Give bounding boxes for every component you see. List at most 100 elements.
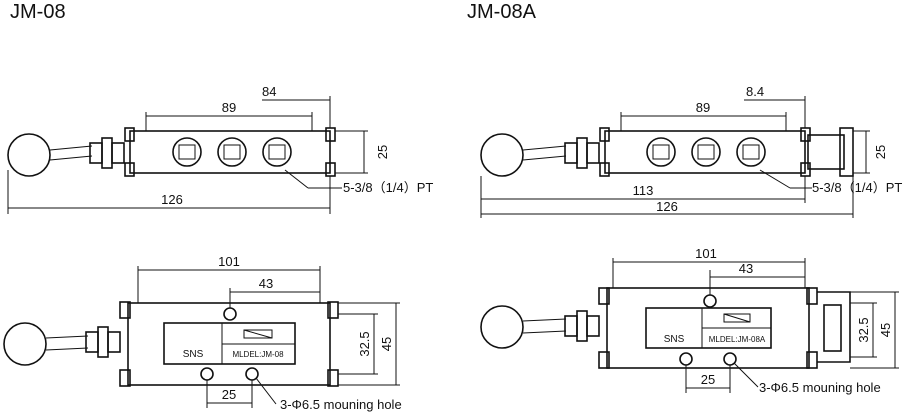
dim-101: 101 bbox=[695, 246, 717, 261]
mount-tab bbox=[599, 127, 610, 142]
port-thread bbox=[652, 144, 670, 160]
dim-25: 25 bbox=[375, 145, 390, 159]
mount-tab bbox=[806, 351, 818, 369]
dim-32-5: 32.5 bbox=[856, 317, 871, 342]
dim-8-4: 8.4 bbox=[746, 84, 764, 99]
port bbox=[736, 137, 766, 167]
dim-126: 126 bbox=[656, 199, 678, 214]
valve-body bbox=[606, 287, 810, 369]
valve-symbol bbox=[723, 313, 751, 323]
dim-43: 43 bbox=[739, 261, 753, 276]
port-thread bbox=[742, 144, 760, 160]
dim-89: 89 bbox=[222, 100, 236, 115]
lever-arm-upper bbox=[522, 318, 567, 322]
hole-spec: 3-Φ6.5 mouning hole bbox=[759, 380, 881, 395]
mount-tab bbox=[124, 127, 135, 142]
end-cap bbox=[823, 304, 842, 352]
jm08a-bottom-view: SNS MLDEL:JM-08A 101 43 32.5 45 25 3-Φ6.… bbox=[480, 246, 899, 395]
lever-coupling-flange bbox=[576, 310, 588, 342]
mount-tab bbox=[119, 369, 131, 387]
port bbox=[172, 137, 202, 167]
jm08-top-view: 89 84 25 5-3/8（1/4）PT 126 bbox=[7, 84, 433, 214]
lever-coupling bbox=[85, 331, 99, 353]
port-thread bbox=[268, 144, 286, 160]
brand-label: SNS bbox=[183, 349, 204, 360]
port-thread bbox=[178, 144, 196, 160]
dim-25: 25 bbox=[701, 372, 715, 387]
model-plate-label: MLDEL:JM-08 bbox=[232, 350, 284, 359]
lever-pivot bbox=[107, 331, 121, 353]
port bbox=[217, 137, 247, 167]
mount-tab bbox=[327, 369, 339, 387]
lever-pivot bbox=[586, 142, 600, 164]
dim-101: 101 bbox=[218, 254, 240, 269]
port-thread bbox=[697, 144, 715, 160]
leader bbox=[733, 362, 759, 388]
lever-arm-lower bbox=[522, 155, 567, 161]
end-cap bbox=[807, 134, 845, 170]
end-bracket bbox=[817, 291, 851, 363]
mount-tab bbox=[327, 301, 339, 319]
brand-label: SNS bbox=[664, 334, 685, 345]
lever-arm-upper bbox=[45, 335, 89, 339]
lever-pivot bbox=[111, 142, 125, 164]
hole-spec: 3-Φ6.5 mouning hole bbox=[280, 397, 402, 412]
dim-89: 89 bbox=[696, 100, 710, 115]
dim-45: 45 bbox=[379, 337, 394, 351]
dim-25: 25 bbox=[873, 145, 888, 159]
mounting-hole bbox=[703, 294, 717, 308]
lever-coupling bbox=[564, 315, 578, 337]
model-plate-label: MLDEL:JM-08A bbox=[709, 335, 766, 344]
leader bbox=[255, 377, 277, 405]
end-bracket bbox=[839, 127, 854, 177]
lever-knob bbox=[480, 133, 524, 177]
dim-25: 25 bbox=[222, 387, 236, 402]
port bbox=[646, 137, 676, 167]
port-spec: 5-3/8（1/4）PT bbox=[343, 180, 433, 195]
port-spec: 5-3/8（1/4）PT bbox=[812, 180, 902, 195]
valve-body bbox=[129, 130, 331, 174]
dim-45: 45 bbox=[878, 323, 893, 337]
valve-symbol bbox=[723, 313, 751, 323]
leader bbox=[284, 169, 309, 189]
mount-tab bbox=[598, 287, 610, 305]
valve-body bbox=[127, 302, 331, 386]
lever-arm-upper bbox=[49, 145, 93, 151]
lever-arm-lower bbox=[49, 155, 93, 161]
port bbox=[691, 137, 721, 167]
valve-body bbox=[604, 130, 806, 174]
lever-arm-lower bbox=[522, 330, 567, 334]
lever-arm-lower bbox=[45, 347, 89, 351]
dim-113: 113 bbox=[633, 183, 654, 198]
mounting-hole bbox=[200, 367, 214, 381]
mounting-hole bbox=[223, 307, 237, 321]
lever-coupling bbox=[564, 142, 578, 164]
mount-tab bbox=[598, 351, 610, 369]
jm08-bottom-view: SNS MLDEL:JM-08 101 43 32.5 45 25 3-Φ6.5… bbox=[3, 254, 402, 412]
port-thread bbox=[223, 144, 241, 160]
lever-coupling-flange bbox=[101, 137, 113, 169]
dim-84: 84 bbox=[262, 84, 276, 99]
mounting-hole bbox=[679, 352, 693, 366]
mount-tab bbox=[599, 162, 610, 177]
jm08a-top-view: 89 8.4 25 5-3/8（1/4）PT 113 126 bbox=[480, 84, 902, 218]
mount-tab bbox=[124, 162, 135, 177]
lever-pivot bbox=[586, 315, 600, 337]
port bbox=[262, 137, 292, 167]
lever-knob bbox=[480, 305, 524, 349]
model-title-jm08: JM-08 bbox=[10, 1, 66, 23]
mount-tab bbox=[806, 287, 818, 305]
valve-symbol bbox=[243, 329, 273, 339]
dim-32-5: 32.5 bbox=[357, 331, 372, 356]
valve-symbol bbox=[243, 329, 273, 339]
lever-knob bbox=[3, 322, 47, 366]
dim-43: 43 bbox=[259, 276, 273, 291]
dim-126: 126 bbox=[161, 192, 183, 207]
lever-arm-upper bbox=[522, 145, 567, 151]
mount-tab bbox=[119, 301, 131, 319]
lever-coupling-flange bbox=[576, 137, 588, 169]
leader bbox=[759, 169, 791, 189]
model-title-jm08a: JM-08A bbox=[467, 1, 537, 23]
lever-knob bbox=[7, 133, 51, 177]
